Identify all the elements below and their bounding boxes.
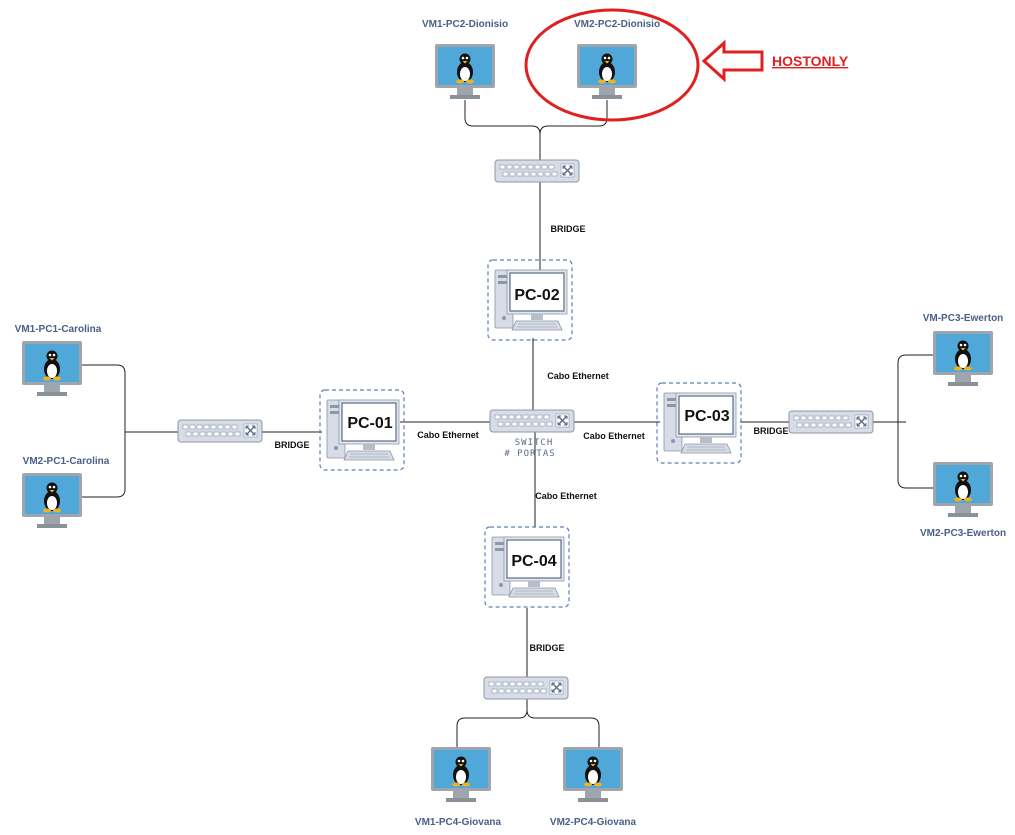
switch-caption-line2: # PORTAS: [504, 449, 555, 459]
host-label: PC-02: [514, 287, 559, 304]
cable-vm1-pc2: [464, 100, 541, 162]
switch-caption-line1: SWITCH: [515, 438, 554, 448]
linux-vm-icon: [563, 747, 623, 802]
host-pc02: PC-02: [487, 259, 573, 341]
vm-label: VM1-PC4-Giovana: [415, 817, 502, 828]
ethernet-label-pc4: Cabo Ethernet: [535, 491, 597, 501]
linux-vm-icon: [933, 462, 993, 517]
bridge-label-pc3: BRIDGE: [753, 426, 788, 436]
switch-pc3: [788, 410, 874, 434]
switch-pc2: [494, 159, 580, 183]
vm-label: VM2-PC1-Carolina: [23, 456, 110, 467]
vm-pc2-2: VM2-PC2-Dionisio: [574, 19, 660, 99]
cable-vm1-pc4: [456, 698, 528, 748]
vm-pc3-2: VM2-PC3-Ewerton: [920, 462, 1006, 539]
hostonly-label: HOSTONLY: [772, 53, 849, 69]
host-pc04: PC-04: [484, 526, 570, 608]
left-arrow-icon: [701, 39, 764, 83]
cable-vms-pc3: [897, 354, 935, 489]
linux-vm-icon: [431, 747, 491, 802]
vm-pc2-1: VM1-PC2-Dionisio: [422, 19, 508, 99]
vm-label: VM1-PC2-Dionisio: [422, 19, 508, 30]
host-label: PC-03: [684, 408, 729, 425]
connection-lines: [82, 100, 935, 748]
host-pc01: PC-01: [319, 389, 405, 471]
vm-label: VM-PC3-Ewerton: [923, 313, 1004, 324]
host-label: PC-01: [347, 415, 392, 432]
ethernet-label-pc3: Cabo Ethernet: [583, 431, 645, 441]
bridge-label-pc4: BRIDGE: [529, 643, 564, 653]
linux-vm-icon: [22, 473, 82, 528]
cable-vm2-pc1: [82, 432, 126, 498]
vm-pc4-1: VM1-PC4-Giovana: [415, 747, 502, 828]
vm-label: VM2-PC3-Ewerton: [920, 528, 1006, 539]
linux-vm-icon: [22, 341, 82, 396]
ethernet-label-pc2: Cabo Ethernet: [547, 371, 609, 381]
vm-label: VM2-PC2-Dionisio: [574, 19, 660, 30]
linux-vm-icon: [933, 331, 993, 386]
vm-pc1-2: VM2-PC1-Carolina: [22, 456, 110, 528]
cable-vm2-pc2: [539, 100, 608, 135]
vm-pc4-2: VM2-PC4-Giovana: [550, 747, 637, 828]
central-switch: SWITCH # PORTAS: [489, 409, 575, 459]
network-switch-icon: [489, 409, 575, 433]
vm-label: VM1-PC1-Carolina: [15, 324, 102, 335]
vm-pc3-1: VM-PC3-Ewerton: [923, 313, 1004, 386]
host-pc03: PC-03: [656, 382, 742, 464]
bridge-label-pc2: BRIDGE: [550, 224, 585, 234]
cable-vm2-pc4: [526, 709, 600, 748]
highlight-ellipse: [524, 8, 700, 122]
vm-pc1-1: VM1-PC1-Carolina: [15, 324, 102, 396]
switch-pc1: [177, 419, 263, 443]
cable-vm1-pc1: [82, 364, 126, 432]
vm-label: VM2-PC4-Giovana: [550, 817, 637, 828]
host-label: PC-04: [511, 553, 556, 570]
switch-pc4: [483, 676, 569, 700]
linux-vm-icon: [435, 44, 495, 99]
linux-vm-icon: [577, 44, 637, 99]
ethernet-label-pc1: Cabo Ethernet: [417, 430, 479, 440]
bridge-label-pc1: BRIDGE: [274, 440, 309, 450]
